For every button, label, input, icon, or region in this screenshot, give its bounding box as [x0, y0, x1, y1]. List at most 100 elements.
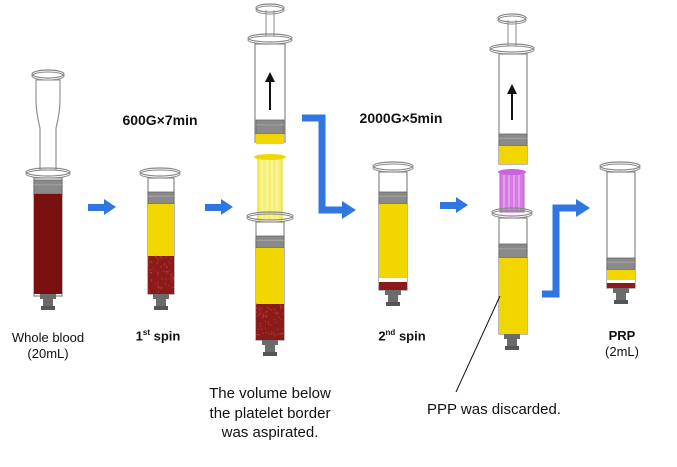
arrows-layer — [88, 72, 590, 393]
prp-buffy-coat — [607, 280, 635, 283]
aspiration-upper-flange — [247, 33, 293, 43]
first-spin-granules-dot — [161, 257, 163, 260]
discard-upper-flange — [489, 43, 535, 53]
syringe-second-spin — [372, 161, 414, 306]
aspiration-lower-granules-dot — [278, 316, 281, 319]
prp-plunger — [606, 257, 636, 271]
aspiration-lower-granules-dot — [275, 322, 278, 324]
aspiration-lower-granules-dot — [279, 304, 282, 306]
prp-label: PRP (2mL) — [582, 328, 662, 359]
aspiration-lower-granules-dot — [256, 307, 258, 309]
aspiration-lower-plunger — [255, 235, 285, 249]
pull-arrow-aspiration — [265, 72, 275, 110]
aspiration-lower-granules-dot — [282, 306, 284, 308]
first-spin-granules — [147, 255, 175, 293]
first-spin-granules-dot — [149, 269, 151, 271]
discard-upper-thumb-rest — [497, 13, 527, 23]
aspiration-lower-granules-dot — [259, 307, 261, 309]
first-spin-granules-dot — [165, 256, 167, 258]
prp-flange — [599, 161, 641, 171]
aspiration-lower-granules-dot — [281, 313, 284, 315]
aspiration-lower-granules-dot — [275, 313, 278, 315]
aspiration-lower-granules-dot — [264, 327, 267, 329]
discard-upper-plunger — [498, 133, 528, 147]
flow-arrow-1-shaft — [88, 204, 106, 211]
aspiration-lower-granules-dot — [260, 328, 263, 330]
second-spin-plunger — [378, 191, 408, 205]
prp-tip-nozzle — [616, 293, 626, 303]
aspiration-lower-granules-dot — [280, 318, 282, 320]
second-spin-flange — [372, 161, 414, 171]
whole-blood-rod — [35, 79, 61, 171]
first-spin-granules-dot — [147, 256, 149, 259]
first-spin-granules-dot — [150, 260, 152, 262]
discard-upper-thumb-rest-inner — [497, 15, 527, 25]
aspiration-lower-granules-dot — [259, 314, 261, 316]
flow-arrow-3-shaft — [440, 202, 458, 209]
discard-note: PPP was discarded. — [427, 401, 561, 418]
discard-lower-plasma — [499, 258, 527, 334]
aspiration-note-line2: the platelet border — [209, 404, 331, 422]
discard-pointer-line — [455, 295, 501, 393]
aspiration-lower-granules-dot — [270, 324, 272, 326]
discard-lower-plunger — [498, 243, 528, 259]
aspiration-lower-granules-dot — [266, 315, 268, 317]
first-spin-granules-dot — [165, 278, 167, 280]
first-spin-granules-dot — [167, 272, 169, 275]
aspiration-lower-granules-dot — [282, 328, 284, 330]
aspiration-lower-tip-cap — [263, 352, 277, 356]
aspiration-lower-granules-dot — [266, 310, 268, 313]
first-spin-granules-dot — [168, 285, 170, 287]
aspiration-lower-granules-dot — [256, 315, 259, 317]
aspiration-lower-granules-dot — [277, 312, 279, 315]
flow-arrow-2-shaft — [205, 204, 223, 211]
first-spin-tip — [153, 294, 169, 299]
aspiration-lower-granules-dot — [279, 333, 281, 335]
aspiration-lower-granules-dot — [280, 305, 282, 308]
syringe-first-spin — [139, 167, 181, 310]
first-spin-plunger — [147, 191, 175, 205]
first-spin-granules-dot — [168, 270, 170, 272]
second-spin-red-cells — [379, 282, 407, 290]
first-spin-granules-dot — [168, 260, 170, 263]
first-spin-granules-dot — [157, 291, 159, 293]
aspiration-lower-granules-dot — [257, 328, 259, 330]
whole-blood-thumb-rest — [31, 69, 65, 79]
aspiration-lower-granules-dot — [260, 325, 262, 327]
aspiration-lower-granules-dot — [273, 308, 276, 311]
first-spin-granules-dot — [160, 256, 162, 258]
aspiration-lower-granules-dot — [270, 309, 272, 311]
aspiration-upper-plunger — [255, 119, 285, 135]
first-spin-granules-dot — [151, 267, 153, 269]
aspiration-lower-granules-dot — [265, 311, 267, 313]
elbow-arrow-1-path — [302, 114, 344, 214]
second-spin-label: 2nd spin — [362, 328, 442, 344]
first-spin-granules-dot — [154, 283, 156, 285]
first-spin-granules-dot — [157, 286, 160, 289]
whole-blood-plunger — [33, 179, 63, 195]
aspiration-lower-granules-dot — [260, 310, 262, 312]
aspiration-upper-plasma — [256, 134, 284, 144]
whole-blood-tip-nozzle — [43, 299, 53, 309]
whole-blood-label: Whole blood (20mL) — [0, 330, 96, 361]
whole-blood-label-line1: Whole blood — [11, 330, 85, 345]
prp-label-line2: (2mL) — [605, 343, 639, 359]
syringes-layer — [25, 3, 641, 356]
whole-blood-flange — [25, 167, 71, 177]
prp-plasma — [607, 270, 635, 280]
first-spin-tip-cap — [154, 306, 168, 310]
first-spin-granules-dot — [170, 274, 173, 276]
aspiration-lower-granules-dot — [262, 332, 264, 335]
first-spin-condition: 600G×7min — [122, 112, 198, 128]
discard-lower-tip-nozzle — [507, 339, 517, 349]
flow-arrow-1-head — [104, 199, 116, 215]
aspiration-upper-thumb-rest — [255, 3, 285, 13]
aspiration-lower-granules-dot — [277, 333, 279, 336]
first-spin-suffix: st — [142, 328, 150, 337]
prp-tip — [613, 288, 629, 293]
whole-blood-tip-cap — [41, 306, 55, 310]
aspiration-lower-granules-dot — [283, 322, 285, 324]
first-spin-granules-dot — [172, 286, 174, 288]
